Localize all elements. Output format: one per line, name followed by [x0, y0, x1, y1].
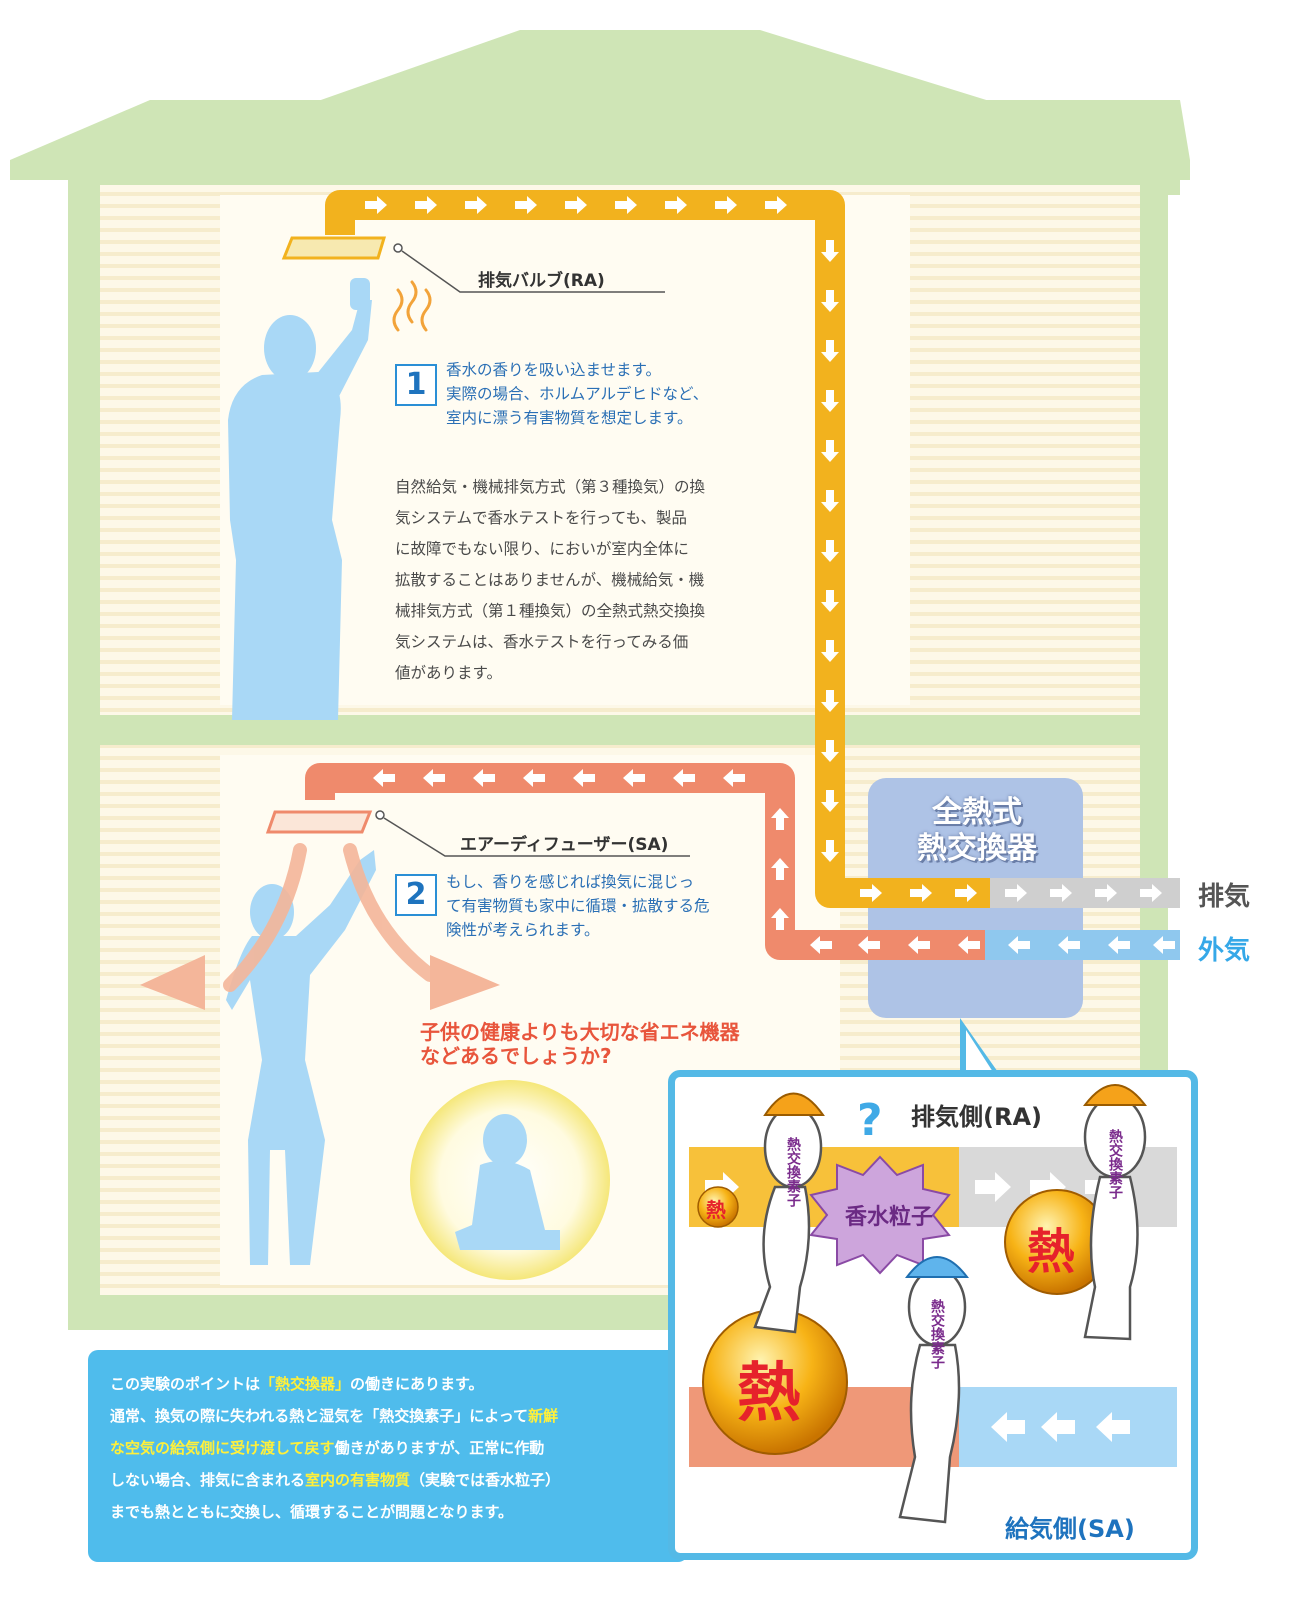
- step-1-text: 香水の香りを吸い込ませます。実際の場合、ホルムアルデヒドなど、室内に漂う有害物質…: [446, 361, 709, 427]
- baby-silhouette: [455, 1114, 560, 1250]
- explanation-text: 自然給気・機械排気方式（第３種換気）の換気システムで香水テストを行っても、製品に…: [395, 478, 706, 682]
- exhaust-valve-vent: [281, 236, 387, 260]
- scent-waves: [392, 280, 432, 332]
- note-text: この実験のポイントは「熱交換器」の働きにあります。 通常、換気の際に失われる熱と…: [110, 1375, 561, 1521]
- exhaust-side-label: 排気側(RA): [911, 1103, 1042, 1131]
- step-2-text: もし、香りを感じれば換気に混じって有害物質も家中に循環・拡散する危険性が考えられ…: [446, 873, 710, 939]
- step-1-number: 1: [395, 364, 437, 406]
- heat-exchange-inset: ? 排気側(RA) 給気側(SA) 香水粒子 熱 熱 熱 熱交換素子 熱交換素子…: [668, 1070, 1198, 1560]
- outside-air-label: 外気: [1198, 936, 1251, 966]
- warning-text: 子供の健康よりも大切な省エネ機器などあるでしょうか?: [420, 1020, 740, 1068]
- supply-side-label: 給気側(SA): [1005, 1515, 1135, 1543]
- air-diffuser-vent: [265, 810, 373, 834]
- inset-art: ?: [689, 1084, 1177, 1524]
- element-label-left: 熱交換素子: [785, 1137, 801, 1207]
- heat-ball-label-right: 熱: [1027, 1224, 1076, 1280]
- heat-exchanger-label: 全熱式熱交換器: [917, 795, 1037, 866]
- exhaust-valve-label: 排気バルブ(RA): [478, 271, 605, 291]
- step-2-number: 2: [395, 874, 437, 916]
- heat-ball-label-left: 熱: [737, 1357, 801, 1431]
- man-silhouette: [228, 278, 372, 720]
- element-label-center: 熱交換素子: [929, 1299, 945, 1369]
- exhaust-out-label: 排気: [1198, 882, 1251, 912]
- air-diffuser-label: エアーディフューザー(SA): [460, 835, 669, 855]
- element-label-right: 熱交換素子: [1107, 1129, 1123, 1199]
- spread-arrows: [223, 843, 437, 992]
- duct-arrows: [365, 196, 1162, 954]
- perfume-particles-label: 香水粒子: [845, 1205, 934, 1230]
- small-heat-label: 熱: [706, 1198, 726, 1222]
- note-box: [88, 1350, 688, 1562]
- question-mark-icon: ?: [857, 1095, 883, 1146]
